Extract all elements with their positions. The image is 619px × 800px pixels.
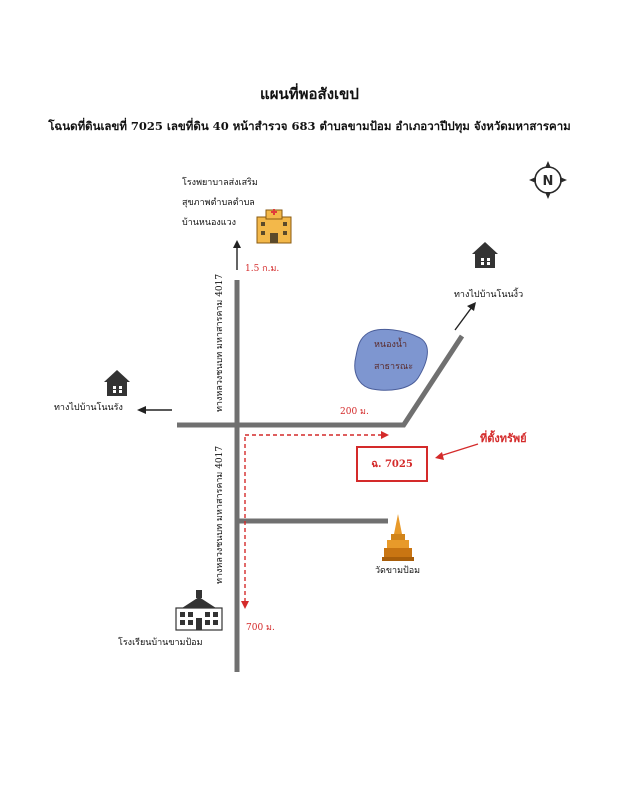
pond-label-line1: หนองน้ำ [374,340,408,350]
hospital-arrowhead [233,240,241,248]
property-pointer-head [435,452,444,460]
route-south-arrowhead [241,601,249,609]
hospital-icon [256,209,292,244]
distance-700-label: 700 ม. [246,623,275,633]
west-arrowhead [137,406,146,414]
compass-letter: N [543,174,554,189]
pond-label-line2: สาธารณะ [374,362,414,372]
hospital-label-line3: บ้านหนองแวง [182,218,237,228]
parcel-box: ฉ. 7025 [356,446,428,482]
hospital-distance: 1.5 ก.ม. [245,264,280,274]
northeast-arrow [454,306,473,331]
page-title: แผนที่พอสังเขป [260,85,359,103]
page-subtitle: โฉนดที่ดินเลขที่ 7025 เลขที่ดิน 40 หน้าส… [48,119,571,133]
temple-icon [382,514,414,561]
compass-icon [529,161,567,199]
temple-label: วัดขามป้อม [375,566,421,576]
to-ban-non-ngio-label: ทางไปบ้านโนนงิ้ว [454,290,524,300]
parcel-label: ฉ. 7025 [371,458,413,470]
school-icon [175,590,223,631]
property-pointer [439,443,479,457]
house-icon-west [104,370,130,396]
distance-200-label: 200 ม. [340,407,369,417]
school-label: โรงเรียนบ้านขามป้อม [118,638,203,648]
highway-label-top: ทางหลวงชนบท มหาสารคาม 4017 [215,273,225,412]
highway-label-bottom: ทางหลวงชนบท มหาสารคาม 4017 [215,445,225,584]
hospital-label-line2: สุขภาพตำบลตำบล [182,198,255,208]
property-location-label: ที่ตั้งทรัพย์ [480,432,527,445]
route-east-arrowhead [381,431,389,439]
northeast-arrowhead [467,302,476,311]
to-ban-non-rang-label: ทางไปบ้านโนนรัง [54,403,123,413]
house-icon-northeast [472,242,498,268]
pond-shape [354,328,428,391]
northeast-road [400,334,465,428]
hospital-label-line1: โรงพยาบาลส่งเสริม [182,178,258,188]
